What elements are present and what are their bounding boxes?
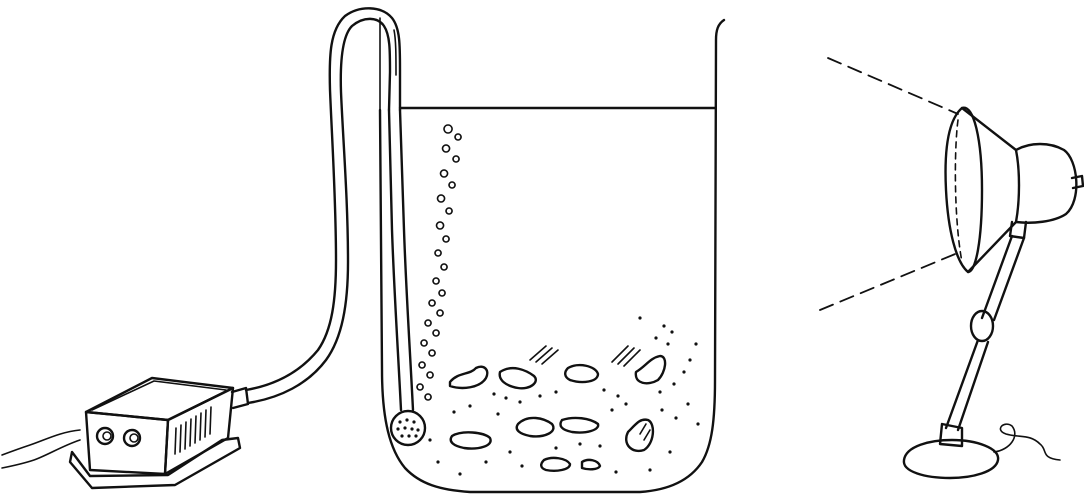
lamp-cord — [994, 424, 1060, 460]
air-tube-submerged-outer — [400, 110, 413, 410]
light-beam-icon — [820, 58, 960, 310]
sediment-icon — [428, 316, 699, 475]
sediment-hatching — [530, 346, 650, 440]
light-beam-upper — [828, 58, 958, 114]
tube-icon — [246, 8, 413, 410]
air-pump-icon — [2, 378, 248, 488]
lamp-icon — [904, 108, 1083, 478]
beaker-icon — [380, 18, 724, 492]
pump-knob-right-inner — [130, 434, 138, 442]
pump-power-cord — [2, 430, 80, 455]
air-stone-pores — [396, 418, 419, 437]
pump-power-cord-2 — [2, 440, 80, 468]
air-stone-icon — [391, 411, 425, 445]
sediment-clumps — [450, 356, 665, 471]
light-beam-lower — [820, 252, 960, 310]
lamp-shade-rim — [962, 108, 982, 272]
air-tube-shade — [394, 30, 396, 75]
lamp-shade-inner — [955, 120, 962, 262]
sediment-dots — [428, 316, 699, 475]
lamp-base-stem — [940, 424, 962, 446]
air-tube-outer — [246, 8, 400, 390]
beaker-left-wall — [380, 20, 724, 492]
lamp-upper-arm-2 — [994, 238, 1024, 320]
lamp-upper-arm-1 — [982, 236, 1012, 318]
pump-knob-left-inner — [103, 432, 111, 440]
air-tube-submerged-inner — [389, 110, 401, 410]
bubbles-column — [417, 125, 461, 400]
air-tube-inner — [248, 19, 390, 403]
air-stone-body — [391, 411, 425, 445]
lamp-housing — [1016, 144, 1076, 223]
